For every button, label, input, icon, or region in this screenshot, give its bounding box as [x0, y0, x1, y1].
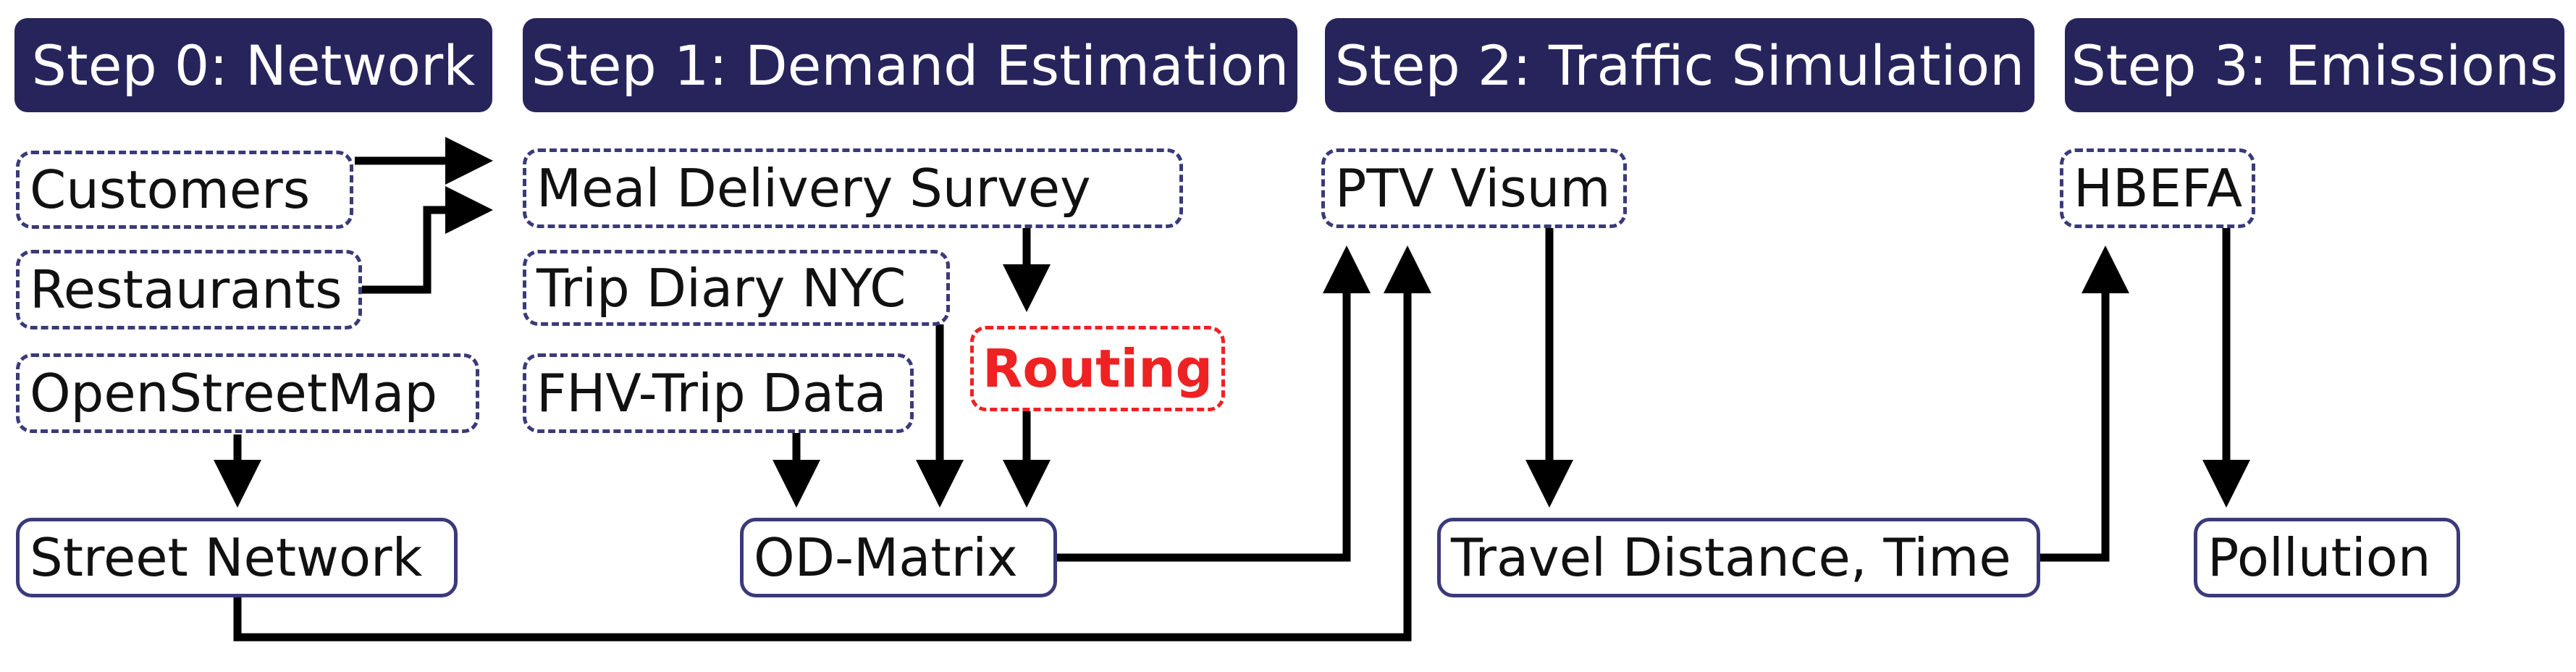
- trip-diary-nyc-node: Trip Diary NYC: [523, 250, 950, 326]
- street-network-node: Street Network: [16, 518, 458, 597]
- fhv-trip-data-node: FHV-Trip Data: [523, 353, 914, 433]
- step-2-header: Step 2: Traffic Simulation: [1325, 18, 2034, 112]
- step-1-header: Step 1: Demand Estimation: [523, 18, 1297, 112]
- arrow-street-network-to-ptv: [233, 245, 1431, 642]
- restaurants-node: Restaurants: [16, 250, 362, 329]
- hbefa-node: HBEFA: [2060, 148, 2255, 228]
- step-0-header: Step 0: Network: [14, 18, 492, 112]
- arrow-odmatrix-to-ptv: [1057, 245, 1371, 562]
- ptv-visum-node: PTV Visum: [1321, 148, 1627, 228]
- routing-node: Routing: [970, 326, 1225, 411]
- od-matrix-node: OD-Matrix: [740, 518, 1057, 597]
- step-3-header: Step 3: Emissions: [2065, 18, 2564, 112]
- customers-node: Customers: [16, 151, 353, 229]
- travel-distance-time-node: Travel Distance, Time: [1437, 518, 2040, 597]
- pollution-node: Pollution: [2194, 518, 2460, 597]
- meal-delivery-survey-node: Meal Delivery Survey: [523, 148, 1183, 228]
- openstreetmap-node: OpenStreetMap: [16, 353, 479, 433]
- arrow-restaurants-to-survey: [362, 186, 493, 294]
- arrow-travel-to-hbefa: [2040, 245, 2129, 562]
